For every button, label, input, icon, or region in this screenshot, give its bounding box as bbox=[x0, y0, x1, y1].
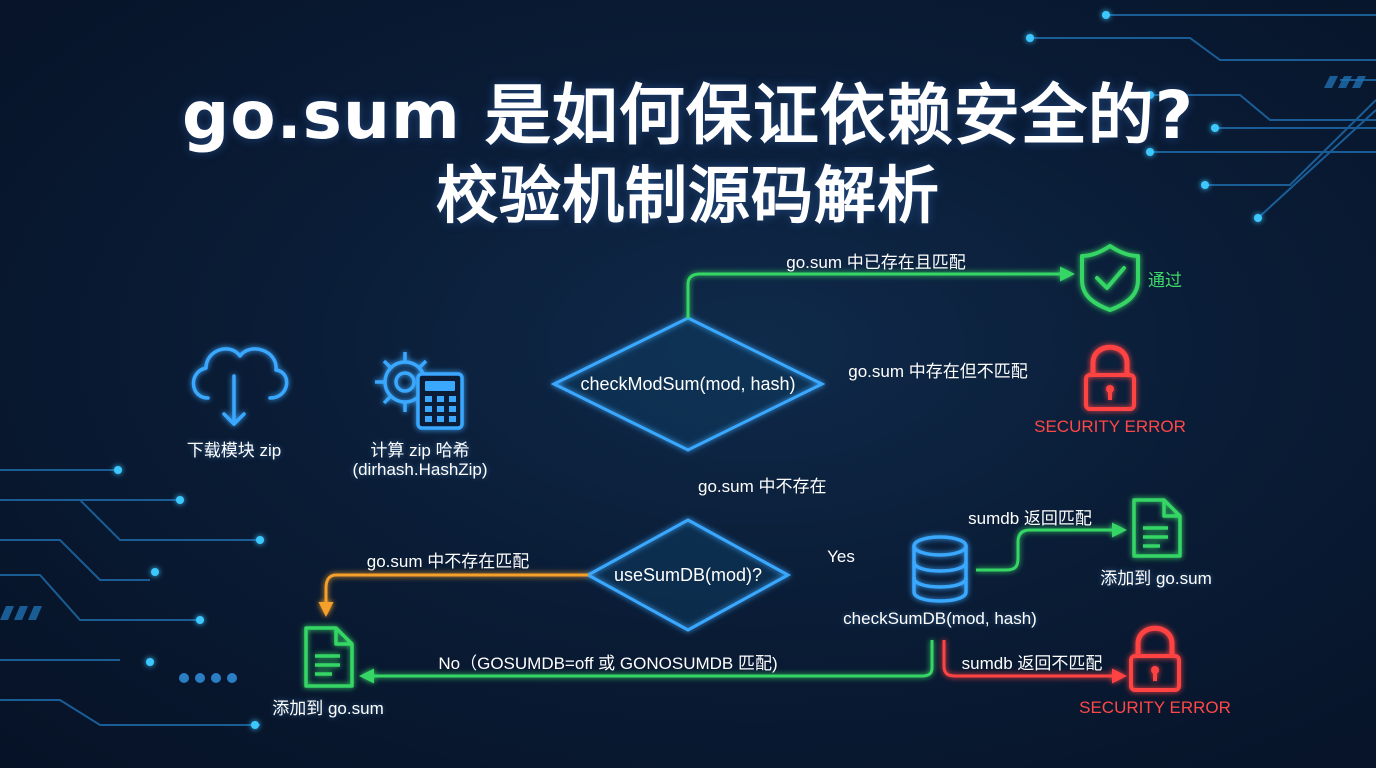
edge-label-sumdb-match: sumdb 返回匹配 bbox=[968, 509, 1092, 528]
gear-calculator-icon bbox=[375, 352, 464, 430]
add-gosum-right-label: 添加到 go.sum bbox=[1100, 569, 1212, 588]
check-mod-sum-diamond bbox=[550, 316, 826, 452]
circuit-decoration-top-right bbox=[1030, 14, 1376, 219]
result-pass-label: 通过 bbox=[1148, 271, 1182, 290]
arrow-no bbox=[359, 640, 934, 684]
circuit-dots-top-right bbox=[1026, 11, 1262, 222]
edge-label-yes: Yes bbox=[827, 547, 855, 566]
edge-label-exists-match: go.sum 中已存在且匹配 bbox=[786, 253, 966, 272]
circuit-decoration-bottom-left bbox=[0, 469, 260, 726]
arrow-exists-match bbox=[686, 266, 1075, 318]
check-mod-sum-label: checkModSum(mod, hash) bbox=[580, 374, 796, 394]
download-label: 下载模块 zip bbox=[186, 441, 282, 460]
stripe-decoration-bottom-left bbox=[0, 606, 42, 620]
document-icon-right bbox=[1132, 498, 1182, 558]
hash-label-line1: 计算 zip 哈希 bbox=[370, 441, 470, 460]
edge-label-sumdb-mismatch: sumdb 返回不匹配 bbox=[961, 654, 1103, 673]
arrow-sumdb-mismatch bbox=[942, 640, 1127, 684]
result-security-error-2: SECURITY ERROR bbox=[1079, 698, 1231, 717]
edge-label-no: No（GOSUMDB=off 或 GONOSUMDB 匹配) bbox=[438, 654, 778, 673]
document-icon-left bbox=[304, 626, 354, 688]
use-sumdb-label: useSumDB(mod)? bbox=[613, 565, 763, 585]
database-icon bbox=[912, 535, 968, 603]
shield-check-icon bbox=[1080, 244, 1140, 312]
cloud-download-icon bbox=[191, 347, 289, 426]
stripe-decoration-top-right bbox=[1324, 76, 1366, 88]
lock-icon-2 bbox=[1129, 625, 1181, 692]
page-title-line1: go.sum 是如何保证依赖安全的? bbox=[182, 77, 1194, 154]
hash-label-line2: (dirhash.HashZip) bbox=[352, 460, 488, 479]
use-sumdb-diamond bbox=[584, 518, 792, 632]
lock-icon-1 bbox=[1084, 344, 1136, 411]
add-gosum-left-label: 添加到 go.sum bbox=[272, 699, 384, 718]
edge-label-exists-mismatch: go.sum 中存在但不匹配 bbox=[848, 362, 1028, 381]
circuit-dots-bottom-left bbox=[114, 466, 264, 729]
result-security-error-1: SECURITY ERROR bbox=[1034, 417, 1186, 436]
edge-label-not-exist-match: go.sum 中不存在匹配 bbox=[366, 552, 530, 571]
dots-decoration-bottom-left bbox=[179, 673, 237, 683]
check-sumdb-label: checkSumDB(mod, hash) bbox=[843, 609, 1037, 628]
arrow-not-exist-match bbox=[318, 573, 588, 617]
arrow-sumdb-match bbox=[976, 522, 1127, 572]
page-title-line2: 校验机制源码解析 bbox=[435, 159, 940, 232]
edge-label-not-exist: go.sum 中不存在 bbox=[698, 477, 827, 496]
